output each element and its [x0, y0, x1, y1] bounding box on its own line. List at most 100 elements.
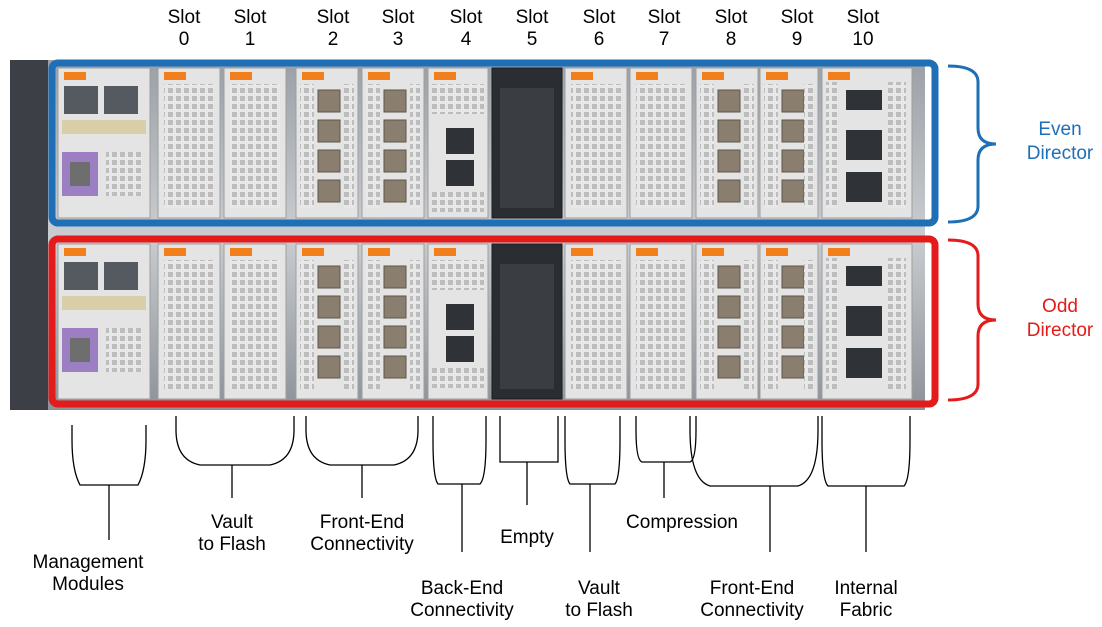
card-part — [368, 248, 390, 256]
card-part — [571, 260, 621, 389]
module-label-vault-1: Vault to Flash — [198, 512, 266, 555]
card-part — [446, 128, 474, 154]
card-part — [828, 248, 850, 256]
card-part — [383, 179, 407, 203]
card-part — [64, 86, 98, 114]
card-part — [781, 119, 805, 143]
card-part — [888, 258, 906, 389]
slot-label-1: Slot 1 — [233, 7, 267, 50]
card-part — [571, 248, 593, 256]
card-part — [717, 89, 741, 113]
module-label-empty: Empty — [500, 527, 554, 548]
card-part — [434, 72, 456, 80]
card-part — [888, 82, 906, 208]
card-part — [106, 152, 142, 196]
card-part — [104, 262, 138, 290]
card-part — [383, 149, 407, 173]
card-part — [781, 325, 805, 349]
card-part — [446, 160, 474, 186]
card-part — [636, 248, 658, 256]
card-part — [700, 260, 714, 389]
card-part — [300, 260, 314, 389]
card-part — [434, 248, 456, 256]
module-label-front-end-1: Front-End Connectivity — [310, 512, 414, 555]
card-part — [317, 325, 341, 349]
card-part — [717, 325, 741, 349]
card-part — [781, 295, 805, 319]
card-part — [302, 72, 324, 80]
card-part — [846, 266, 882, 286]
card-part — [500, 264, 554, 389]
card-part — [846, 172, 882, 202]
card-part — [804, 84, 814, 208]
card-part — [717, 119, 741, 143]
module-label-vault-2: Vault to Flash — [565, 578, 633, 621]
card-part — [700, 84, 714, 208]
card-part — [432, 84, 484, 114]
chassis-photo — [10, 60, 925, 410]
card-part — [317, 119, 341, 143]
card-part — [164, 260, 214, 389]
card-part — [781, 265, 805, 289]
card-part — [846, 130, 882, 160]
card-part — [717, 265, 741, 289]
card-part — [702, 248, 724, 256]
module-brackets — [71, 416, 911, 552]
card-part — [636, 84, 686, 208]
card-part — [164, 248, 186, 256]
card-part — [410, 84, 420, 208]
card-part — [62, 296, 146, 310]
card-part — [70, 338, 90, 362]
card-part — [766, 72, 788, 80]
card-part — [64, 72, 86, 80]
card-part — [317, 179, 341, 203]
card-part — [317, 295, 341, 319]
card-part — [764, 260, 778, 389]
card-part — [64, 248, 86, 256]
card-part — [846, 306, 882, 336]
card-part — [164, 72, 186, 80]
card-part — [64, 262, 98, 290]
slot-label-0: Slot 0 — [167, 7, 201, 50]
card-part — [302, 248, 324, 256]
slot-label-10: Slot 10 — [846, 7, 880, 50]
card-part — [717, 149, 741, 173]
card-part — [717, 179, 741, 203]
module-label-management: Management Modules — [32, 552, 144, 595]
card-part — [826, 82, 838, 208]
card-part — [717, 355, 741, 379]
even-director-label: Even Director — [1026, 119, 1094, 164]
even-director-box — [48, 59, 939, 227]
card-part — [764, 84, 778, 208]
card-part — [317, 265, 341, 289]
card-part — [636, 260, 686, 389]
card-part — [744, 84, 754, 208]
card-part — [826, 258, 838, 389]
module-label-internal-fabric: Internal Fabric — [834, 578, 898, 621]
slot-label-7: Slot 7 — [647, 7, 681, 50]
card-part — [230, 72, 252, 80]
card-part — [432, 192, 484, 212]
card-part — [571, 72, 593, 80]
card-part — [781, 179, 805, 203]
card-part — [781, 149, 805, 173]
card-part — [317, 355, 341, 379]
card-part — [366, 84, 380, 208]
card-part — [317, 149, 341, 173]
card-part — [846, 90, 882, 110]
card-part — [432, 260, 484, 290]
odd-director-box — [48, 235, 939, 408]
card-part — [300, 84, 314, 208]
odd-director-label: Odd Director — [1026, 296, 1094, 341]
card-part — [410, 260, 420, 389]
card-part — [717, 295, 741, 319]
odd-director-brace — [947, 238, 997, 402]
card-part — [62, 120, 146, 134]
slot-label-8: Slot 8 — [714, 7, 748, 50]
slot-label-6: Slot 6 — [582, 7, 616, 50]
card-part — [383, 89, 407, 113]
module-label-front-end-2: Front-End Connectivity — [700, 578, 804, 621]
card-part — [781, 355, 805, 379]
card-part — [344, 84, 354, 208]
card-part — [383, 265, 407, 289]
